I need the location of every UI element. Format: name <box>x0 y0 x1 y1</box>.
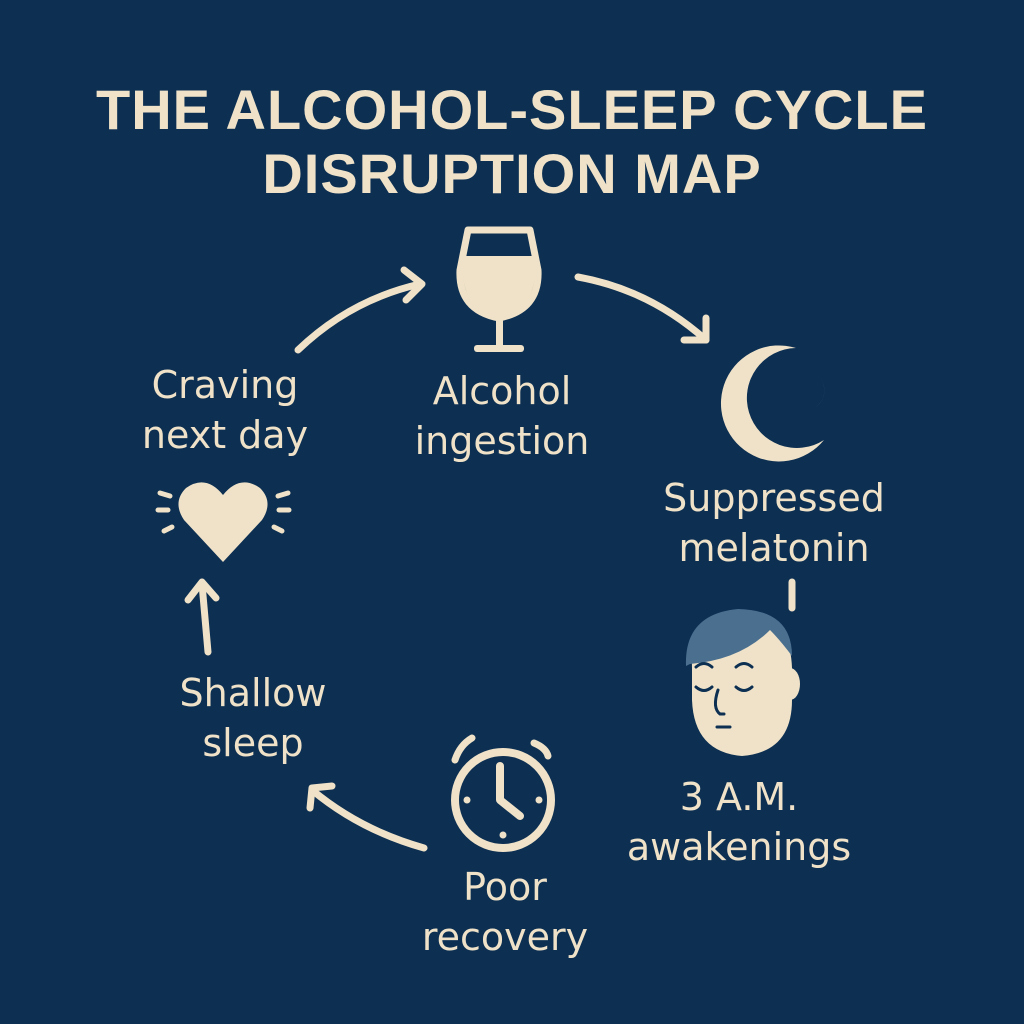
page-title: THE ALCOHOL-SLEEP CYCLE DISRUPTION MAP <box>0 78 1024 206</box>
node-craving-label: Craving next day <box>141 363 309 457</box>
node-melatonin-label: Suppressed melatonin <box>663 476 885 570</box>
title-line-1: THE ALCOHOL-SLEEP CYCLE <box>96 78 928 141</box>
heart-icon <box>155 482 292 562</box>
alarm-clock-icon <box>451 734 555 852</box>
moon-icon <box>720 345 825 462</box>
sleeping-face-icon <box>685 609 800 756</box>
arrow-alcohol-to-melatonin <box>574 273 710 344</box>
arrow-recovery-to-shallow <box>306 782 428 852</box>
arrow-shallow-to-craving <box>184 578 220 656</box>
node-alcohol-label: Alcohol ingestion <box>414 369 590 463</box>
node-shallow-label: Shallow sleep <box>179 671 327 765</box>
arrow-craving-to-alcohol <box>294 266 426 354</box>
node-recovery-label: Poor recovery <box>421 865 589 959</box>
title-line-2: DISRUPTION MAP <box>262 142 762 205</box>
wine-glass-icon <box>456 226 542 352</box>
node-awakenings-label: 3 A.M. awakenings <box>626 775 852 869</box>
